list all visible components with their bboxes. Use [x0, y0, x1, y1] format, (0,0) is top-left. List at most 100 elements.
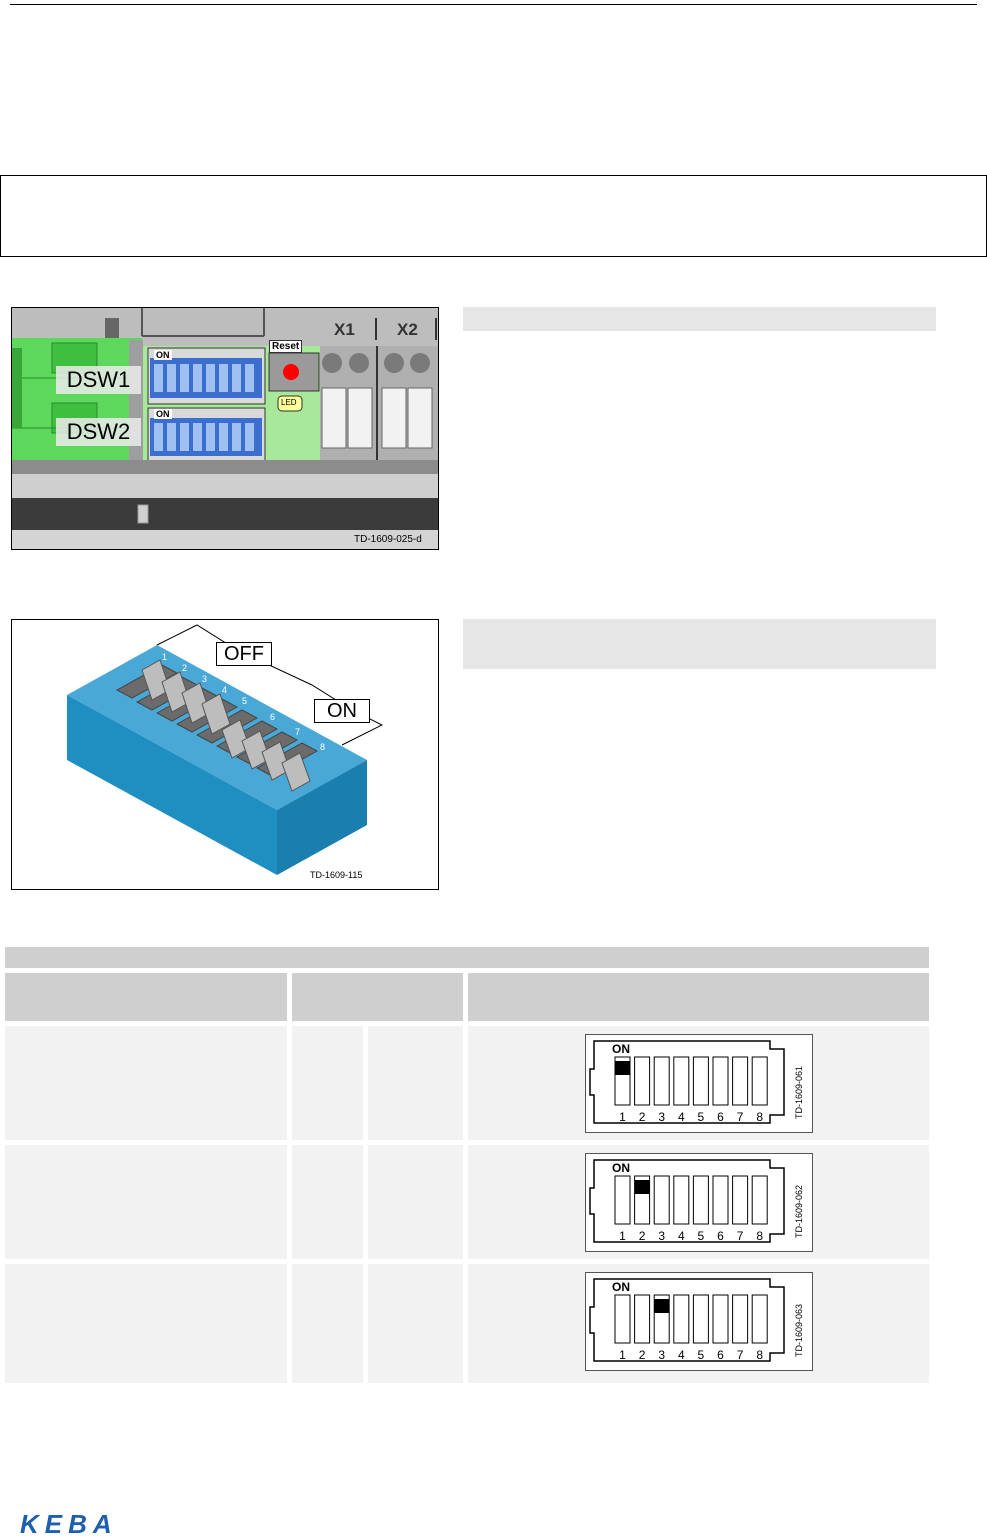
- dip-switch-3: [653, 1056, 670, 1106]
- dip-number-3: 3: [658, 1348, 665, 1362]
- dip-ref: TD-1609-061: [794, 1066, 804, 1119]
- led-label: LED: [281, 398, 297, 407]
- table-row-3-col1: [5, 1264, 287, 1383]
- dsw1-on-label: ON: [154, 350, 172, 360]
- dip-number-5: 5: [698, 1348, 705, 1362]
- dip-number-4: 4: [678, 1110, 685, 1124]
- dip-switch-8: [751, 1294, 768, 1344]
- dip-switch-6: [712, 1056, 729, 1106]
- dip-on-label: ON: [612, 1042, 630, 1056]
- dsw1-label: DSW1: [56, 366, 141, 394]
- dip-number-2: 2: [639, 1110, 646, 1124]
- switch-number-2: 2: [182, 663, 187, 673]
- dip-on-label: ON: [612, 1280, 630, 1294]
- figure1-ref: TD-1609-025-d: [354, 534, 422, 545]
- dip-number-1: 1: [619, 1110, 626, 1124]
- dip-switch-7: [732, 1294, 749, 1344]
- header-rule: [10, 4, 977, 5]
- dip-number-8: 8: [756, 1229, 763, 1243]
- dip-number-3: 3: [658, 1110, 665, 1124]
- dip-switch-7: [732, 1056, 749, 1106]
- x2-label: X2: [397, 320, 418, 339]
- dip-switch-5: [692, 1175, 709, 1225]
- dip-switch-3: [653, 1175, 670, 1225]
- dip-switch-6: [712, 1175, 729, 1225]
- dip-switch-7: [732, 1175, 749, 1225]
- dip-switch-6: [712, 1294, 729, 1344]
- keba-logo-mark: KEBA: [20, 1509, 118, 1536]
- dip-number-6: 6: [717, 1348, 724, 1362]
- section-heading-bar-1: [463, 307, 936, 331]
- dip-switch-5: [692, 1056, 709, 1106]
- dip-number-6: 6: [717, 1229, 724, 1243]
- dip-switch-8: [751, 1175, 768, 1225]
- table-title-bar: [5, 947, 929, 968]
- dip-switch-5: [692, 1294, 709, 1344]
- dip-number-7: 7: [737, 1110, 744, 1124]
- dip-outline: [589, 1040, 785, 1124]
- on-label: ON: [314, 699, 370, 723]
- dip-switch-8: [751, 1056, 768, 1106]
- reset-label: Reset: [269, 340, 303, 353]
- dip-number-1: 1: [619, 1229, 626, 1243]
- dip-switch-2: [634, 1056, 651, 1106]
- x1-label: X1: [334, 320, 355, 339]
- dip-switch-1: [614, 1294, 631, 1344]
- dip-on-label: ON: [612, 1161, 630, 1175]
- table-row-3-col2b: [368, 1264, 463, 1383]
- table-header-col2: [292, 973, 463, 1021]
- table-row-1-col1: [5, 1026, 287, 1140]
- dip-switch-1: [614, 1175, 631, 1225]
- switch-number-7: 7: [295, 727, 300, 737]
- off-label: OFF: [216, 642, 272, 666]
- table-header-col1: [5, 973, 287, 1021]
- dip-number-5: 5: [698, 1110, 705, 1124]
- note-box: [0, 175, 987, 257]
- dip-switch-knob-3: [654, 1299, 670, 1313]
- table-row-3-col2a: [292, 1264, 363, 1383]
- dip-switch-2: [634, 1294, 651, 1344]
- dip-number-4: 4: [678, 1229, 685, 1243]
- dip-switch-knob-1: [615, 1061, 630, 1075]
- switch-number-6: 6: [270, 712, 275, 722]
- dsw2-label: DSW2: [56, 418, 141, 446]
- dip-switch-illustration: 1 2 3 4 5 6 7 8: [67, 624, 384, 875]
- switch-number-5: 5: [242, 696, 247, 706]
- dip-number-8: 8: [756, 1110, 763, 1124]
- dip-switch-4: [673, 1056, 690, 1106]
- dip-switch-4: [673, 1175, 690, 1225]
- dip-ref: TD-1609-063: [794, 1304, 804, 1357]
- dip-number-2: 2: [639, 1348, 646, 1362]
- keba-logo-text: KEBA: [20, 1513, 118, 1535]
- dip-outline: [589, 1159, 785, 1243]
- switch-number-4: 4: [222, 685, 227, 695]
- dip-number-7: 7: [737, 1229, 744, 1243]
- table-row-2-col2a: [292, 1145, 363, 1259]
- dip-ref: TD-1609-062: [794, 1185, 804, 1238]
- table-row-2-col2b: [368, 1145, 463, 1259]
- dsw2-on-label: ON: [154, 409, 172, 419]
- section-heading-bar-2: [463, 619, 936, 669]
- dip-number-7: 7: [737, 1348, 744, 1362]
- board-figure: DSW1 DSW2 ON ON Reset LED X1 X2 TD-1609-…: [11, 307, 439, 550]
- dip-number-4: 4: [678, 1348, 685, 1362]
- dip-switch-knob-2: [634, 1180, 650, 1194]
- table-row-1-col2b: [368, 1026, 463, 1140]
- figure2-ref: TD-1609-115: [310, 870, 363, 880]
- dip-number-3: 3: [658, 1229, 665, 1243]
- keba-logo: KEBA: [18, 1509, 128, 1536]
- table-header-col3: [468, 973, 929, 1021]
- dip-number-8: 8: [756, 1348, 763, 1362]
- switch-number-1: 1: [162, 652, 167, 662]
- switch-number-8: 8: [320, 742, 325, 752]
- dip-number-6: 6: [717, 1110, 724, 1124]
- switch-number-3: 3: [202, 674, 207, 684]
- dip-outline: [589, 1278, 785, 1362]
- dip-switch-4: [673, 1294, 690, 1344]
- table-row-2-col1: [5, 1145, 287, 1259]
